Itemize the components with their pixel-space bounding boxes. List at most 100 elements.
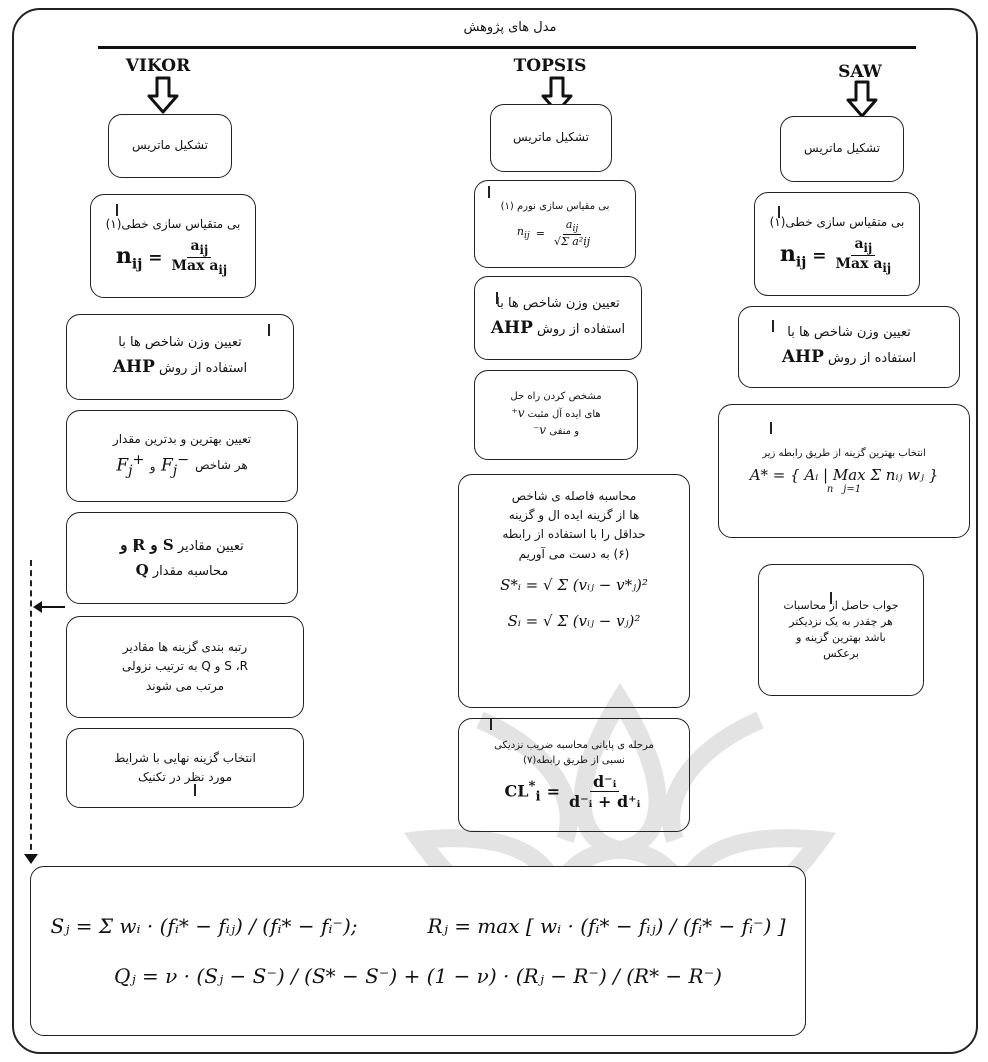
topsis-step-ideal: مشخص کردن راه حل های ایده آل مثبت v⁺ و م… <box>474 370 638 460</box>
ahp-label: AHP <box>112 356 155 377</box>
title-rule <box>98 46 916 49</box>
ahp-label: AHP <box>781 346 824 367</box>
text-cursor-mark <box>778 206 780 218</box>
formula-fraction: aij Max aij <box>833 236 895 275</box>
step-label-line2: ها از گزینه ایده ال و گزینه <box>508 508 640 523</box>
step-text: محاسبه مقدار <box>152 564 229 579</box>
step-text: و منفی <box>549 426 580 438</box>
sum-limits: n j=1 <box>827 484 861 495</box>
step-label-line3: و منفی v⁻ <box>533 422 579 440</box>
step-label-line2: های ایده آل مثبت v⁺ <box>511 405 600 423</box>
formula-num: d⁻ᵢ <box>589 772 620 792</box>
r-formula: Rⱼ = max [ wᵢ · (fᵢ* − fᵢⱼ) / (fᵢ* − fᵢ⁻… <box>427 914 786 938</box>
text-cursor-mark <box>770 422 772 434</box>
fj-minus-sub: j <box>172 462 178 479</box>
vikor-step-best-worst: تعیین بهترین و بدترین مقدار هر شاخص Fj+ … <box>66 410 298 502</box>
formula-lhs: n <box>779 240 796 267</box>
text-cursor-mark <box>496 292 498 304</box>
saw-formula: A* = { Aᵢ | Max Σ nᵢⱼ wⱼ } <box>750 466 939 484</box>
text-cursor-mark <box>116 204 118 216</box>
formula-den: d⁻ᵢ + d⁺ᵢ <box>568 792 641 811</box>
step-label: بی متقیاس سازی خطی(۱) <box>105 217 241 232</box>
formula-den: Max a <box>171 258 219 275</box>
fj-plus-sub: j <box>128 462 133 479</box>
formula-num-sub: ij <box>572 223 579 235</box>
topsis-step-normalize: بی مقیاس سازی نورم (۱) nij = aij √Σ a²ij <box>474 180 636 268</box>
vikor-step-weights: تعیین وزن شاخص ها با استفاده از روش AHP <box>66 314 294 400</box>
formula-fraction: aij √Σ a²ij <box>551 218 593 248</box>
formula-fraction: aij Max aij <box>169 238 231 277</box>
step-label: بی متقیاس سازی خطی(۱) <box>769 215 905 230</box>
down-arrow-icon <box>147 76 179 114</box>
topsis-heading: TOPSIS <box>513 56 587 76</box>
step-label-line3: حداقل را با استفاده از رابطه <box>502 527 646 542</box>
step-label: محاسبه فاصله ی شاخص <box>511 489 637 503</box>
and-word: و <box>149 459 156 474</box>
saw-step-result: جواب حاصل از محاسبات هر چقدر به یک نزدیک… <box>758 564 924 696</box>
step-text: استفاده از روش <box>828 350 917 366</box>
topsis-step-weights: تعیین وزن شاخص ها با استفاده از روش AHP <box>474 276 642 360</box>
text-cursor-mark <box>488 186 490 198</box>
formula-lhs-sup: * <box>528 778 536 795</box>
formula-fraction: d⁻ᵢ d⁻ᵢ + d⁺ᵢ <box>566 772 643 811</box>
step-label-line4: (۶) به دست می آوریم <box>518 546 630 561</box>
step-text: تعیین مقادیر <box>177 539 244 555</box>
formula-num: a <box>565 218 573 232</box>
s-star-formula: S*ᵢ = √ Σ (vᵢⱼ − v*ⱼ)² <box>500 575 648 594</box>
formula-num-sub: ij <box>199 243 209 258</box>
formula-lhs-sub: i <box>535 788 541 805</box>
closeness-formula: CL*i = d⁻ᵢ d⁻ᵢ + d⁺ᵢ <box>505 772 644 811</box>
step-text: استفاده از روش <box>537 321 626 337</box>
s-formula: Sⱼ = Σ wᵢ · (fᵢ* − fᵢⱼ) / (fᵢ* − fᵢ⁻); <box>50 914 358 938</box>
vikor-heading: VIKOR <box>125 56 191 76</box>
topsis-step-closeness: مرحله ی پایانی محاسبه ضریب نزدیکی نسبی ا… <box>458 718 690 832</box>
step-label: جواب حاصل از محاسبات <box>783 599 899 613</box>
step-label: تعیین وزن شاخص ها با <box>496 296 620 311</box>
text-cursor-mark <box>134 540 136 552</box>
formula-lhs-sub: ij <box>523 230 530 242</box>
step-text: استفاده از روش <box>159 360 248 376</box>
diagram-title: مدل های پژوهش <box>463 20 557 35</box>
fj-formula: Fj+ و Fj− <box>116 449 189 483</box>
vikor-step-ranking: رتبه بندی گزینه ها مقادیر S ،R و Q به تر… <box>66 616 304 718</box>
sum-lower: j=1 <box>843 483 862 495</box>
sum-upper: n <box>826 483 834 495</box>
step-label-line3: مرتب می شوند <box>145 678 225 693</box>
step-label-line2: نسبی از طریق رابطه(۷) <box>523 754 625 766</box>
step-label-line2: هر چقدر به یک نزدیکتر <box>789 615 893 629</box>
v-plus-symbol: v⁺ <box>511 405 525 420</box>
step-label: تشکیل ماتریس <box>132 138 208 153</box>
step-label: تعیین بهترین و بدترین مقدار <box>112 431 252 446</box>
text-cursor-mark <box>490 718 492 730</box>
formula-den-sub: ij <box>882 260 892 275</box>
step-label: تعیین وزن شاخص ها با <box>118 335 242 350</box>
step-label: تعیین مقادیر S و R و <box>120 533 243 558</box>
step-label-line2: استفاده از روش AHP <box>491 315 625 342</box>
saw-step-weights: تعیین وزن شاخص ها با استفاده از روش AHP <box>738 306 960 388</box>
vikor-formulas-box: Sⱼ = Σ wᵢ · (fᵢ* − fᵢⱼ) / (fᵢ* − fᵢ⁻); R… <box>30 866 806 1036</box>
formula-eq: = <box>812 245 827 266</box>
step-label: مرحله ی پایانی محاسبه ضریب نزدیکی <box>494 740 654 751</box>
formula-lhs-sub: ij <box>795 254 807 271</box>
feedback-dashed-line <box>30 560 32 860</box>
fj-minus-symbol: F <box>161 455 173 476</box>
formula-lhs-sub: ij <box>131 256 143 273</box>
saw-heading: SAW <box>838 62 882 82</box>
formula-lhs: n <box>115 242 132 269</box>
step-text: های ایده آل مثبت <box>527 408 601 420</box>
vikor-step-matrix: تشکیل ماتریس <box>108 114 232 178</box>
step-label-line2: هر شاخص Fj+ و Fj− <box>116 449 247 483</box>
text-cursor-mark <box>830 592 832 604</box>
s-minus-formula: Sᵢ = √ Σ (vᵢⱼ − vⱼ)² <box>507 611 641 630</box>
vikor-step-srq: تعیین مقادیر S و R و محاسبه مقدار Q <box>66 512 298 604</box>
q-formula: Qⱼ = ν · (Sⱼ − S⁻) / (S* − S⁻) + (1 − ν)… <box>114 964 722 988</box>
formula-lhs: CL <box>504 781 529 801</box>
formula-num-sub: ij <box>863 241 873 256</box>
ahp-label: AHP <box>490 317 533 338</box>
step-label-line2: S ،R و Q به ترتیب نزولی <box>122 659 248 674</box>
formula-den: Max a <box>835 256 883 273</box>
diagram-frame <box>12 8 978 1054</box>
saw-formula-text: A* = { Aᵢ | Max Σ nᵢⱼ wⱼ } <box>749 465 939 484</box>
v-minus-symbol: v⁻ <box>532 423 547 438</box>
normalize-formula: nij = aij Max aij <box>780 236 894 275</box>
